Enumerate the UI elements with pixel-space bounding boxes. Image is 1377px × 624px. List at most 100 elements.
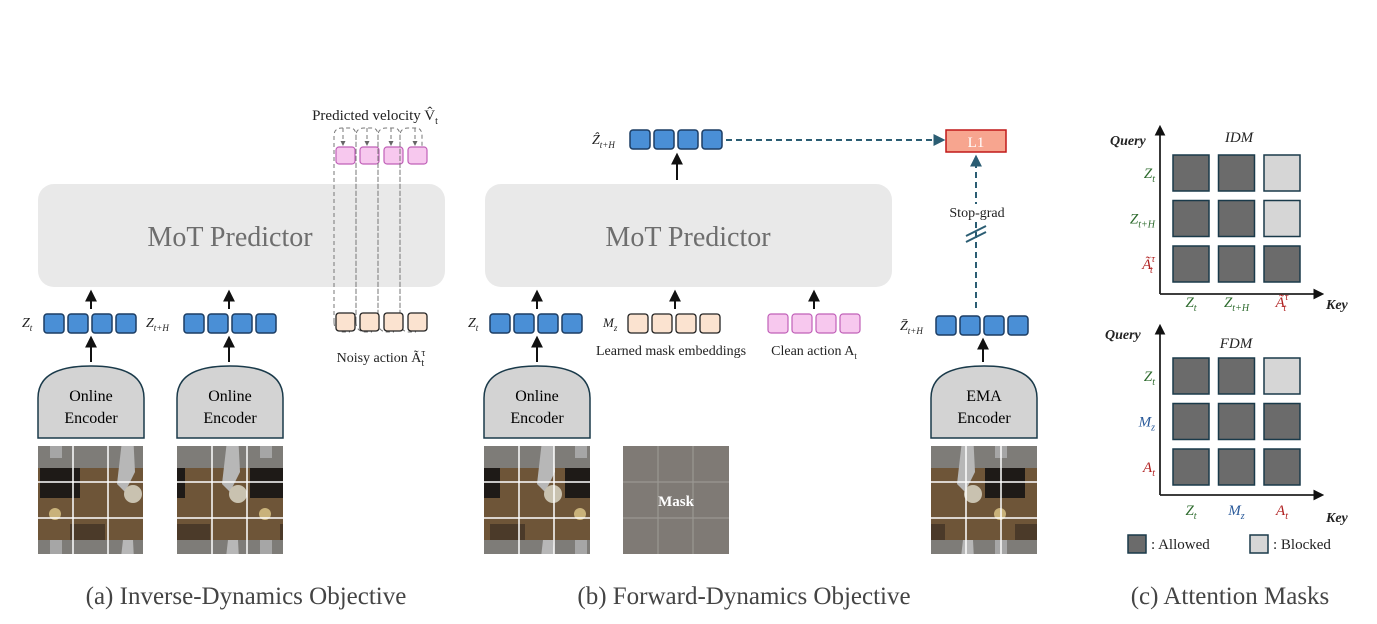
zt-tokens-a (43, 313, 137, 334)
zt-label-a: Zt (22, 316, 33, 333)
zbar-tokens (935, 315, 1029, 336)
mz-label: Mz (602, 315, 618, 333)
mask-cell-allowed (1172, 199, 1210, 238)
mask-cell-allowed (1172, 245, 1210, 283)
online-encoder-a2: Online Encoder (176, 365, 284, 439)
arrows-a (85, 289, 235, 362)
legend-blocked-swatch (1249, 534, 1269, 554)
svg-text:Online: Online (515, 388, 559, 405)
stop-grad-label: Stop-grad (949, 206, 1004, 221)
mask-axis-label: Zt (1144, 369, 1155, 388)
panel-inverse-dynamics: MoT Predictor Predicted velocity V̂t (22, 107, 445, 610)
svg-text:Online: Online (69, 388, 113, 405)
l1-loss-label: L1 (968, 135, 985, 151)
mask-cell-allowed (1172, 402, 1210, 441)
fdm-query-label: Query (1105, 328, 1142, 343)
mot-predictor-a (38, 184, 445, 287)
mask-axis-label: At (1275, 503, 1288, 522)
noisy-token (359, 312, 380, 332)
mask-cell-allowed (1217, 154, 1256, 192)
zhat-label: Ẑt+H (592, 131, 615, 150)
caption-b: (b) Forward-Dynamics Objective (577, 583, 910, 610)
mask-axis-label: Mz (1138, 415, 1156, 434)
noisy-token (335, 312, 356, 332)
mask-cell-allowed (1217, 245, 1256, 283)
frame-image-b1 (484, 446, 590, 554)
svg-text:Encoder: Encoder (510, 410, 564, 427)
velocity-token (407, 146, 428, 165)
frame-image-b2 (931, 446, 1037, 554)
mask-cell-blocked (1263, 154, 1301, 192)
mask-cell-blocked (1263, 357, 1301, 395)
ema-encoder: EMA Encoder (930, 365, 1038, 439)
caption-a: (a) Inverse-Dynamics Objective (86, 583, 407, 610)
fdm-col-labels: Zt Mz At (1185, 503, 1288, 522)
velocity-token (335, 146, 356, 165)
zt-label-b: Zt (468, 316, 479, 333)
clean-action-tokens (767, 313, 861, 334)
mask-cell-allowed (1263, 448, 1301, 486)
fdm-title: FDM (1219, 336, 1254, 352)
velocity-token (383, 146, 404, 165)
mask-cell-allowed (1172, 448, 1210, 486)
mask-cell-allowed (1217, 402, 1256, 441)
zhat-tokens (629, 129, 723, 150)
zth-label-a: Zt+H (146, 316, 169, 333)
zth-tokens-a (183, 313, 277, 334)
idm-query-label: Query (1110, 134, 1147, 149)
mask-embeddings-label: Learned mask embeddings (596, 344, 746, 359)
svg-text:Online: Online (208, 388, 252, 405)
svg-text:EMA: EMA (966, 388, 1002, 405)
zt-tokens-b (489, 313, 583, 334)
velocity-token (359, 146, 380, 165)
masked-frame-image: Mask (623, 446, 729, 554)
online-encoder-a1: Online Encoder (37, 365, 145, 439)
stop-grad-mark (965, 225, 987, 243)
fdm-key-label: Key (1325, 511, 1349, 526)
mot-predictor-b (485, 184, 892, 287)
online-encoder-b: Online Encoder (483, 365, 591, 439)
mask-axis-label: Zt (1185, 503, 1196, 522)
mot-predictor-a-label: MoT Predictor (147, 222, 313, 253)
zbar-label: Z̄t+H (900, 319, 923, 336)
predicted-velocity-label: Predicted velocity V̂t (312, 107, 438, 127)
mot-predictor-b-label: MoT Predictor (605, 222, 771, 253)
mask-axis-label: Zt (1185, 295, 1196, 314)
mask-cell-allowed (1217, 448, 1256, 486)
svg-text:Encoder: Encoder (64, 410, 118, 427)
noisy-token (383, 312, 404, 332)
mask-axis-label: Mz (1227, 503, 1245, 522)
velocity-tokens (335, 146, 428, 165)
noisy-action-tokens (335, 312, 428, 332)
svg-text:Encoder: Encoder (957, 410, 1011, 427)
mask-axis-label: Zt (1144, 166, 1155, 185)
legend-allowed-label: : Allowed (1151, 537, 1210, 553)
legend-allowed-swatch (1127, 534, 1147, 554)
mask-cell-allowed (1217, 357, 1256, 395)
panel-forward-dynamics: MoT Predictor Ẑt+H L1 Stop-grad Zt (468, 129, 1038, 610)
legend-blocked-label: : Blocked (1273, 537, 1331, 553)
mask-cell-allowed (1172, 154, 1210, 192)
mask-cell-allowed (1172, 357, 1210, 395)
svg-text:Encoder: Encoder (203, 410, 257, 427)
mask-cell-allowed (1263, 245, 1301, 283)
mask-axis-label: Zt+H (1224, 295, 1250, 314)
arrows-b (531, 289, 989, 362)
mask-cell-allowed (1217, 199, 1256, 238)
mask-axis-label: At (1142, 460, 1155, 479)
mask-cell-allowed (1263, 402, 1301, 441)
frame-image-a1 (38, 446, 143, 554)
noisy-token (407, 312, 428, 332)
idm-key-label: Key (1325, 298, 1349, 313)
mask-axis-label: Zt+H (1130, 212, 1156, 231)
frame-image-a2 (177, 446, 283, 554)
mask-legend: : Allowed : Blocked (1127, 534, 1331, 554)
